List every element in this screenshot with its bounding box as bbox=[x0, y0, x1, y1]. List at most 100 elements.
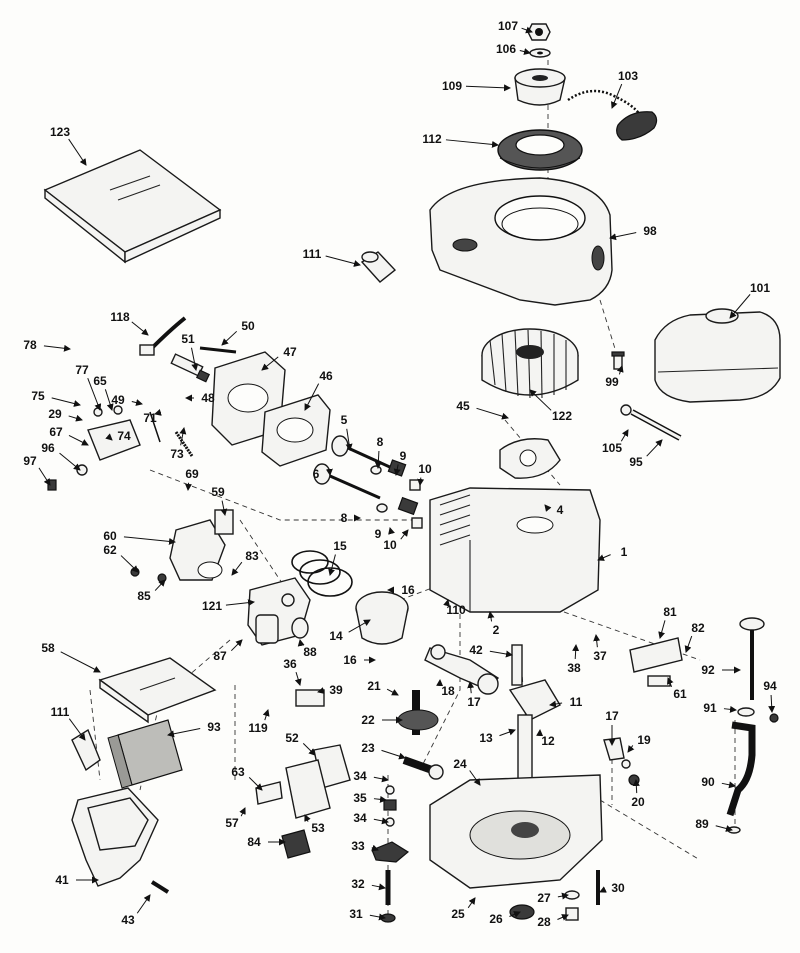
leader-c67 bbox=[68, 434, 89, 446]
callout-c8a: 8 bbox=[377, 435, 384, 449]
valve-6 bbox=[313, 463, 381, 500]
leader-c95 bbox=[646, 439, 663, 457]
leader-c87 bbox=[230, 639, 243, 652]
leader-c74 bbox=[105, 433, 113, 441]
callout-c45: 45 bbox=[456, 399, 470, 413]
leader-c10a bbox=[417, 477, 425, 486]
callout-c97: 97 bbox=[23, 454, 37, 468]
leader-c45 bbox=[476, 407, 509, 420]
head-bolt-50 bbox=[199, 346, 237, 354]
callout-c60: 60 bbox=[103, 529, 117, 543]
callout-c58: 58 bbox=[41, 641, 55, 655]
leader-c23 bbox=[381, 749, 406, 760]
bracket-59 bbox=[214, 509, 234, 535]
callout-c27: 27 bbox=[537, 891, 551, 905]
leader-c65 bbox=[104, 389, 114, 411]
ignition-lead-118 bbox=[148, 316, 187, 352]
screw-94 bbox=[769, 713, 779, 723]
leader-c99 bbox=[616, 365, 624, 375]
callout-c73: 73 bbox=[170, 447, 184, 461]
callout-c98: 98 bbox=[643, 224, 657, 238]
leader-c34a bbox=[373, 775, 389, 783]
callout-c10a: 10 bbox=[418, 462, 432, 476]
callout-c14: 14 bbox=[329, 629, 343, 643]
callout-c94: 94 bbox=[763, 679, 777, 693]
leader-c103 bbox=[611, 83, 623, 109]
washer-106 bbox=[529, 48, 551, 58]
leader-c27 bbox=[557, 892, 569, 900]
leader-c21 bbox=[386, 688, 399, 696]
leader-c1 bbox=[597, 554, 611, 561]
callout-c39: 39 bbox=[329, 683, 343, 697]
governor-linkage bbox=[47, 405, 194, 491]
callout-c62: 62 bbox=[103, 543, 117, 557]
callout-c118: 118 bbox=[110, 310, 130, 324]
leader-c34b bbox=[373, 817, 389, 825]
callout-c71: 71 bbox=[143, 411, 157, 425]
callout-c5: 5 bbox=[341, 413, 348, 427]
callout-c91: 91 bbox=[703, 701, 717, 715]
flywheel-122 bbox=[481, 328, 579, 399]
leader-c33 bbox=[371, 844, 379, 852]
leader-c50 bbox=[221, 330, 238, 346]
leader-c51 bbox=[191, 347, 199, 371]
leader-c75 bbox=[51, 397, 81, 407]
leader-c121 bbox=[225, 599, 255, 607]
leader-c111a bbox=[325, 255, 361, 267]
oil-pump-parts bbox=[371, 785, 410, 923]
leader-c83 bbox=[231, 561, 243, 576]
bracket-63 bbox=[255, 781, 283, 805]
callout-c61: 61 bbox=[673, 687, 687, 701]
plate-81 bbox=[629, 637, 683, 673]
leader-c93 bbox=[167, 728, 201, 738]
sleeve-111-bottom bbox=[71, 728, 101, 772]
dipstick-92 bbox=[739, 617, 765, 700]
callout-c26: 26 bbox=[489, 912, 503, 926]
fuel-pump-53 bbox=[285, 759, 331, 819]
callout-c9a: 9 bbox=[400, 449, 407, 463]
callout-c17a: 17 bbox=[467, 695, 481, 709]
callout-c111b: 111 bbox=[51, 705, 70, 719]
callout-c83: 83 bbox=[245, 549, 259, 563]
washer-89 bbox=[727, 826, 741, 834]
callout-c57: 57 bbox=[225, 816, 239, 830]
leader-c13 bbox=[499, 728, 516, 737]
callout-layer: 1071061091031121239811110111850514778776… bbox=[23, 19, 777, 929]
leader-c11 bbox=[549, 700, 563, 708]
callout-c69: 69 bbox=[185, 467, 199, 481]
callout-c33: 33 bbox=[351, 839, 365, 853]
callout-c13: 13 bbox=[479, 731, 493, 745]
callout-c47: 47 bbox=[283, 345, 297, 359]
governor-shaft-23 bbox=[402, 756, 444, 780]
leader-c8a bbox=[374, 450, 382, 469]
leader-c89 bbox=[715, 825, 733, 832]
intake-elbow-60 bbox=[169, 519, 226, 581]
callout-c63: 63 bbox=[231, 765, 245, 779]
leader-c2 bbox=[487, 611, 495, 622]
seal-19 bbox=[621, 759, 631, 769]
callout-c37: 37 bbox=[593, 649, 607, 663]
callout-c29: 29 bbox=[48, 407, 62, 421]
callout-c31: 31 bbox=[349, 907, 363, 921]
valve-springs bbox=[370, 459, 423, 529]
leader-c47 bbox=[261, 356, 279, 371]
leader-c49 bbox=[131, 399, 143, 406]
leader-c105 bbox=[620, 429, 629, 442]
callout-c17b: 17 bbox=[605, 709, 619, 723]
callout-c21: 21 bbox=[367, 679, 381, 693]
leader-c20 bbox=[632, 779, 640, 794]
callout-c9b: 9 bbox=[375, 527, 382, 541]
callout-c16b: 16 bbox=[343, 653, 357, 667]
leader-c52 bbox=[302, 742, 316, 756]
leader-c19 bbox=[627, 745, 635, 753]
leader-c63 bbox=[248, 777, 263, 791]
callout-c49: 49 bbox=[111, 393, 125, 407]
leader-c81 bbox=[658, 620, 666, 639]
callout-c12: 12 bbox=[541, 734, 555, 748]
drain-plug-28 bbox=[565, 907, 579, 921]
leader-c97 bbox=[38, 467, 51, 486]
leader-c69 bbox=[185, 482, 192, 491]
callout-c103: 103 bbox=[618, 69, 638, 83]
callout-c59: 59 bbox=[211, 485, 225, 499]
callout-c41: 41 bbox=[55, 873, 69, 887]
